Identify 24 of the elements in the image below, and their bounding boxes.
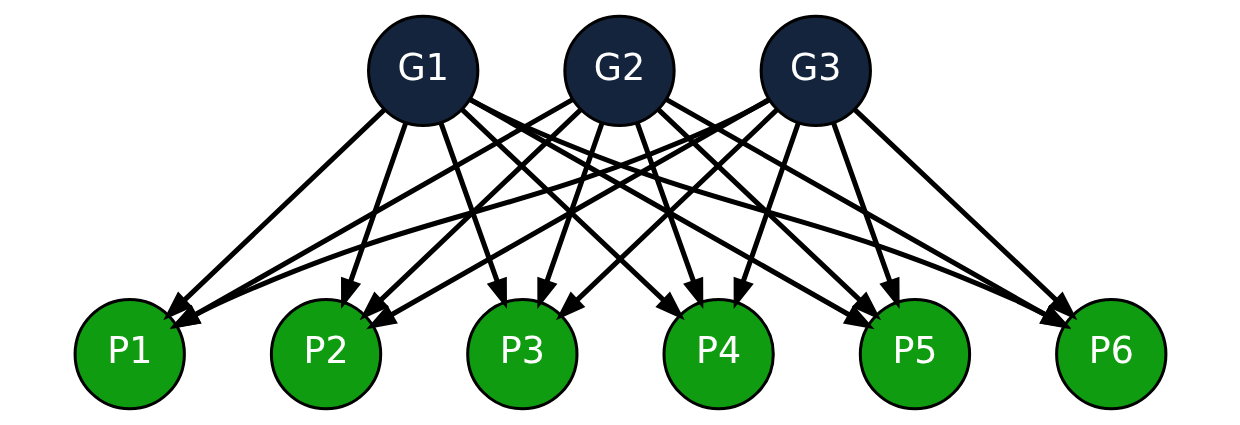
arrow <box>365 97 770 330</box>
node-circle: P4 <box>662 298 775 411</box>
arrow <box>656 108 881 321</box>
arrow <box>169 97 574 330</box>
arrow <box>555 108 779 321</box>
node-circle: P5 <box>858 298 971 411</box>
arrow <box>733 121 801 309</box>
arrow <box>634 121 703 309</box>
node-circle: P1 <box>73 298 186 411</box>
arrow <box>162 108 386 321</box>
node-circle: G3 <box>759 14 872 127</box>
arrow <box>438 121 507 309</box>
arrow <box>340 121 408 309</box>
arrow <box>460 108 685 321</box>
arrow <box>536 121 604 309</box>
arrow <box>359 108 582 321</box>
node-circle: G2 <box>562 14 676 127</box>
node-circle: P6 <box>1054 298 1167 411</box>
arrow <box>852 108 1077 321</box>
node-circle: G1 <box>366 14 479 127</box>
arrow <box>169 97 770 329</box>
node-circle: P2 <box>269 298 382 411</box>
arrow <box>830 121 900 309</box>
node-circle: P3 <box>465 298 578 411</box>
